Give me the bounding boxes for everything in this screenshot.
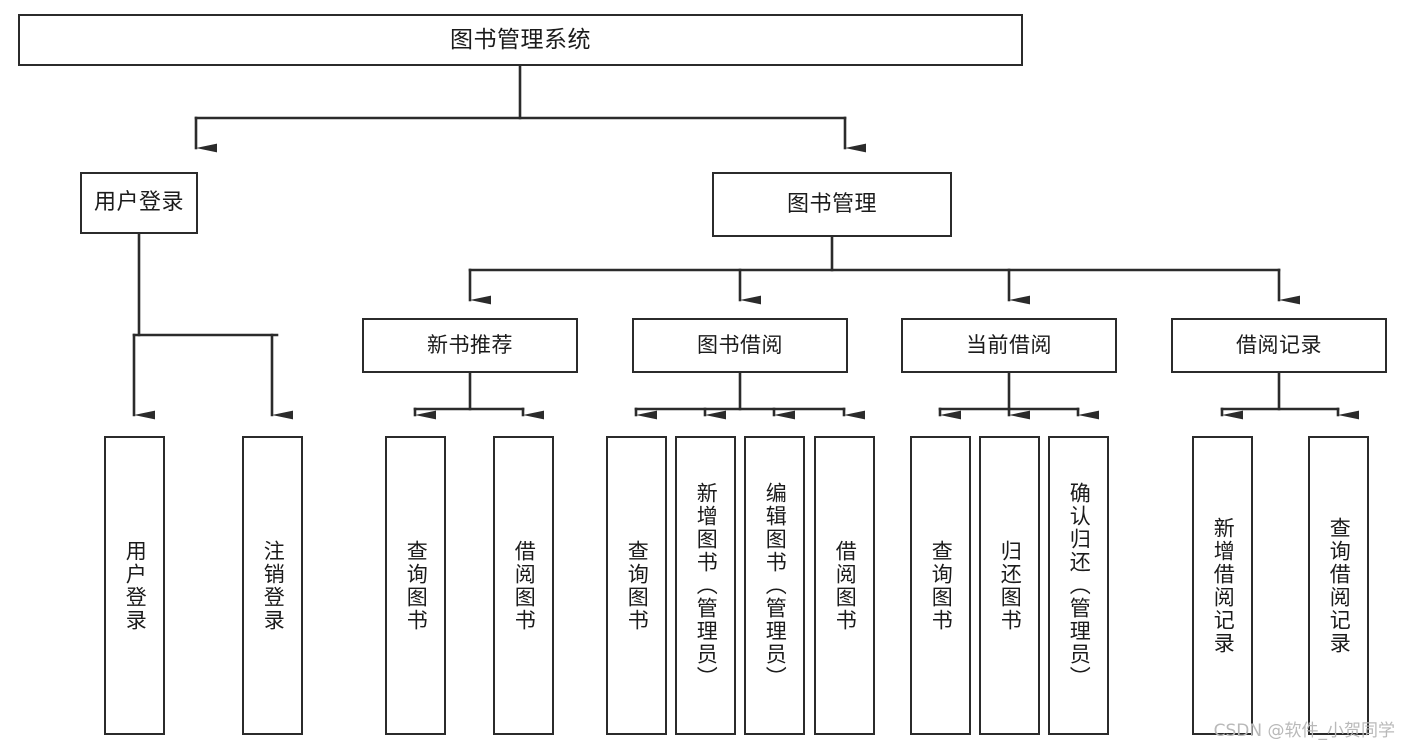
node-new-book-rec[interactable]: 新书推荐	[362, 318, 578, 373]
node-leaf-user-login[interactable]: 用户登录	[104, 436, 165, 735]
node-leaf-user-login-label: 用户登录	[123, 539, 148, 632]
node-book-manage[interactable]: 图书管理	[712, 172, 952, 237]
node-leaf-logout-label: 注销登录	[261, 539, 286, 632]
node-leaf-add-record-label: 新增借阅记录	[1211, 516, 1236, 655]
node-current-borrow[interactable]: 当前借阅	[901, 318, 1117, 373]
node-book-borrow-label: 图书借阅	[697, 333, 783, 358]
node-leaf-confirm-return[interactable]: 确认归还（管理员）	[1048, 436, 1109, 735]
node-leaf-add-record[interactable]: 新增借阅记录	[1192, 436, 1253, 735]
node-leaf-edit-book-label: 编辑图书（管理员）	[763, 482, 788, 689]
node-user-login-label: 用户登录	[93, 190, 184, 216]
node-leaf-confirm-return-label: 确认归还（管理员）	[1067, 482, 1092, 689]
node-root[interactable]: 图书管理系统	[18, 14, 1023, 66]
node-borrow-record[interactable]: 借阅记录	[1171, 318, 1387, 373]
node-leaf-query-book-2[interactable]: 查询图书	[606, 436, 667, 735]
node-leaf-query-record-label: 查询借阅记录	[1327, 516, 1352, 655]
node-current-borrow-label: 当前借阅	[966, 333, 1052, 358]
node-leaf-add-book-label: 新增图书（管理员）	[694, 482, 719, 689]
node-leaf-borrow-book-1-label: 借阅图书	[512, 539, 537, 632]
watermark: CSDN @软件_小贺同学	[1213, 721, 1395, 741]
node-leaf-query-book-3-label: 查询图书	[929, 539, 954, 632]
node-leaf-edit-book[interactable]: 编辑图书（管理员）	[744, 436, 805, 735]
node-leaf-borrow-book-2[interactable]: 借阅图书	[814, 436, 875, 735]
node-leaf-borrow-book-1[interactable]: 借阅图书	[493, 436, 554, 735]
node-leaf-query-book-2-label: 查询图书	[625, 539, 650, 632]
node-leaf-logout[interactable]: 注销登录	[242, 436, 303, 735]
node-leaf-return-book[interactable]: 归还图书	[979, 436, 1040, 735]
node-root-label: 图书管理系统	[450, 26, 591, 53]
node-leaf-return-book-label: 归还图书	[998, 539, 1023, 632]
node-borrow-record-label: 借阅记录	[1236, 333, 1322, 358]
node-leaf-borrow-book-2-label: 借阅图书	[833, 539, 858, 632]
node-leaf-query-record[interactable]: 查询借阅记录	[1308, 436, 1369, 735]
node-user-login[interactable]: 用户登录	[80, 172, 198, 234]
node-new-book-rec-label: 新书推荐	[427, 333, 513, 358]
node-leaf-query-book-1-label: 查询图书	[404, 539, 429, 632]
node-leaf-add-book[interactable]: 新增图书（管理员）	[675, 436, 736, 735]
node-leaf-query-book-3[interactable]: 查询图书	[910, 436, 971, 735]
node-book-borrow[interactable]: 图书借阅	[632, 318, 848, 373]
node-leaf-query-book-1[interactable]: 查询图书	[385, 436, 446, 735]
node-book-manage-label: 图书管理	[786, 191, 877, 217]
